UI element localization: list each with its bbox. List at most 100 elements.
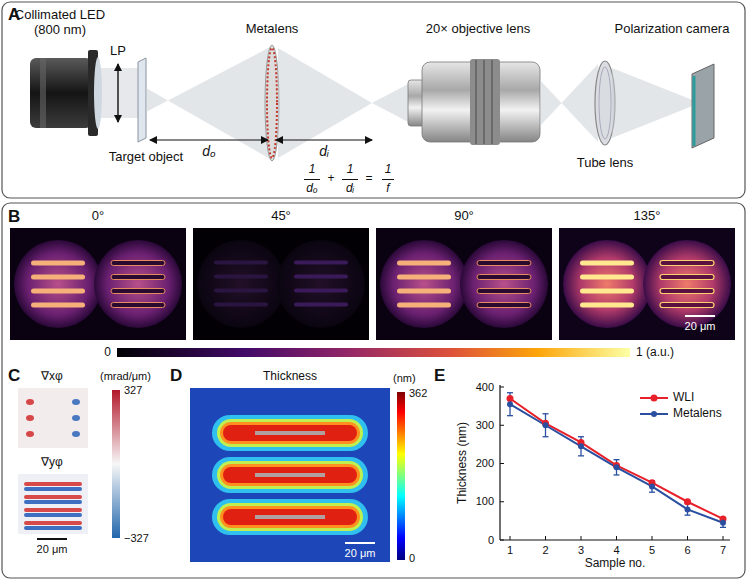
- figure-label: LP: [110, 44, 126, 59]
- figure-label: 0°: [92, 209, 104, 224]
- error-cap: [649, 492, 655, 493]
- figure-rect: [212, 499, 368, 535]
- axis-tick: 1: [507, 544, 513, 557]
- figure-ellipse: [26, 399, 34, 405]
- figure-rect: [24, 500, 82, 504]
- figure-rect: [24, 521, 82, 525]
- axis-tick-mark: [652, 536, 653, 540]
- error-cap: [720, 527, 726, 528]
- figure-line: [382, 179, 394, 180]
- figure-line: [117, 64, 118, 122]
- lens-equation: 1: [309, 163, 316, 177]
- panel-letter: E: [434, 366, 445, 386]
- figure-label: Tube lens: [577, 156, 634, 171]
- axis-tick: 7: [720, 544, 726, 557]
- figure-label: 20× objective lens: [426, 22, 530, 37]
- figure-ellipse: [72, 399, 80, 405]
- figure-polygon: [278, 48, 372, 158]
- figure-use: [559, 228, 735, 340]
- figure-line: [500, 539, 730, 540]
- figure-ellipse: [72, 415, 80, 421]
- figure-ellipse: [265, 45, 279, 161]
- axis-tick: 400: [476, 381, 494, 394]
- figure-rect: [255, 431, 325, 435]
- axis-tick: 200: [476, 457, 494, 470]
- legend-label: WLI: [673, 391, 694, 405]
- figure-label: Metalens: [246, 22, 299, 37]
- error-cap: [614, 459, 620, 460]
- figure-rect: [220, 464, 360, 486]
- figure-label: Target object: [109, 150, 183, 165]
- figure-ellipse: [94, 57, 102, 129]
- figure-polygon: [612, 68, 700, 138]
- panel-letter: D: [170, 366, 182, 386]
- figure-g: [190, 388, 390, 562]
- legend-label: Metalens: [673, 407, 722, 421]
- figure-rect: [24, 513, 82, 517]
- metalens-marker: [649, 483, 655, 489]
- figure-label: 90°: [454, 209, 474, 224]
- figure-rect: [223, 467, 357, 483]
- figure-rect: [24, 487, 82, 491]
- figure-line: [483, 60, 485, 144]
- figure-rect: [255, 473, 325, 477]
- wli-marker: [684, 498, 691, 505]
- figure-label: 362: [409, 387, 427, 400]
- error-cap: [614, 474, 620, 475]
- error-cap: [578, 455, 584, 456]
- figure-ellipse: [599, 67, 611, 139]
- axis-tick-mark: [581, 536, 582, 540]
- polarization-images: [10, 228, 735, 357]
- figure-line: [150, 139, 268, 140]
- figure-line: [276, 139, 372, 140]
- figure-line: [685, 315, 715, 317]
- panel-letter: C: [8, 366, 20, 386]
- figure-label: −327: [124, 532, 149, 545]
- figure-label: dₒ: [202, 143, 215, 159]
- thickness-map: [190, 388, 405, 562]
- figure-g: [18, 388, 88, 448]
- figure-polygon: [138, 58, 146, 142]
- figure-rect: [30, 58, 92, 128]
- axis-tick: 100: [476, 495, 494, 508]
- axis-title: Thickness (nm): [456, 422, 470, 504]
- figure-rect: [18, 474, 88, 534]
- axis-tick-mark: [545, 536, 546, 540]
- figure-rect: [255, 515, 325, 519]
- figure-rect: [217, 461, 363, 489]
- lens-equation: dᵢ: [346, 182, 354, 196]
- figure-label: Collimated LED (800 nm): [8, 8, 112, 38]
- figure-line: [491, 60, 493, 144]
- figure-rect: [190, 388, 390, 562]
- error-cap: [685, 514, 691, 515]
- figure-use: [10, 228, 186, 340]
- figure-ellipse: [26, 415, 34, 421]
- wli-marker: [507, 395, 514, 402]
- axis-tick-mark: [616, 536, 617, 540]
- figure-rect: [397, 392, 405, 560]
- figure-g: [18, 474, 88, 534]
- figure-line: [37, 538, 67, 540]
- metalens-marker: [578, 443, 584, 449]
- figure-circle: [651, 411, 657, 417]
- figure-label: 327: [124, 384, 142, 397]
- figure-label: 20 μm: [345, 547, 376, 560]
- axis-tick-mark: [510, 536, 511, 540]
- figure-label: ∇yφ: [41, 456, 63, 470]
- axis-tick: 2: [542, 544, 548, 557]
- axis-title: Sample no.: [585, 557, 646, 571]
- figure-label: 0: [409, 552, 415, 565]
- metalens-marker: [685, 506, 691, 512]
- figure-rect: [212, 457, 368, 493]
- figure-polygon: [146, 46, 272, 160]
- panel-frame: [2, 203, 745, 578]
- optical-setup: [30, 45, 714, 180]
- figure-line: [475, 60, 477, 144]
- figure-polygon: [372, 82, 412, 124]
- figure-rect: [112, 390, 120, 538]
- axis-tick-mark: [500, 540, 504, 541]
- figure-line: [693, 76, 696, 146]
- metalens-marker: [614, 464, 620, 470]
